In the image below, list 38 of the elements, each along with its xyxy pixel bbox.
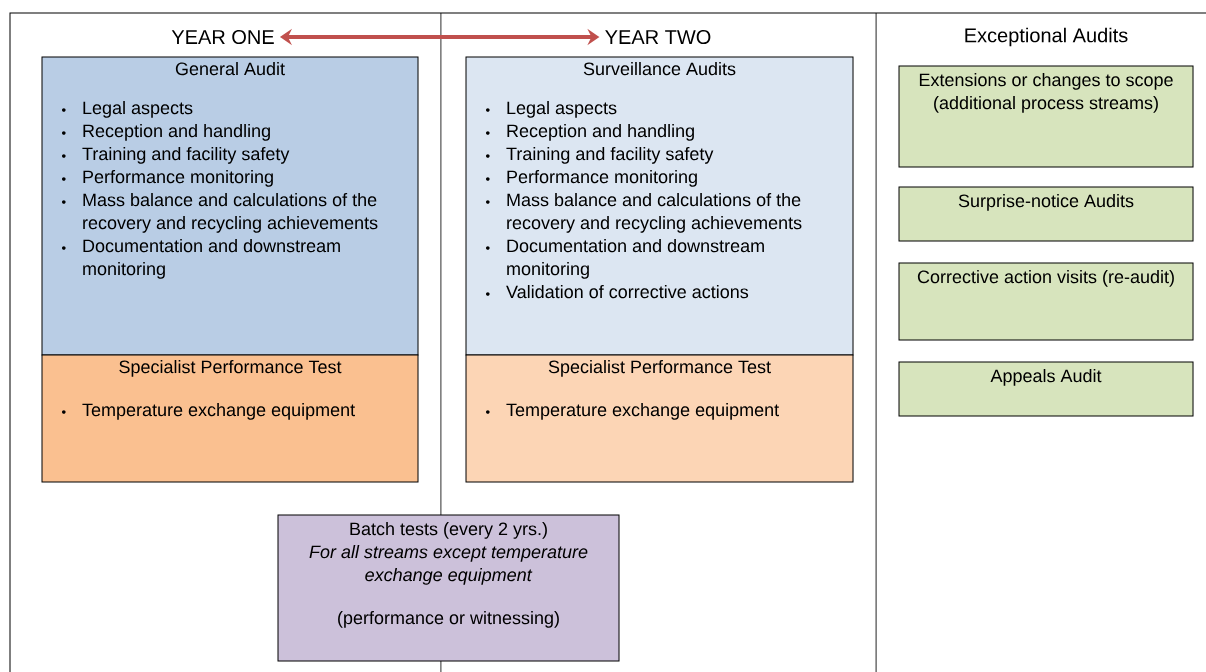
box-text: For all streams except temperature exchange equipment — [309, 545, 588, 585]
column-heading: Exceptional Audits — [965, 27, 1128, 47]
bullet-item: Validation of corrective actions — [486, 285, 749, 299]
audit-box — [41, 56, 419, 356]
audit-box — [898, 65, 1194, 168]
audit-box — [898, 361, 1194, 417]
box-text: Surprise-notice Audits — [958, 194, 1134, 211]
audit-box — [41, 354, 419, 483]
bullet-item: Mass balance and calculations of the recovery and recycling achievements — [62, 193, 378, 233]
box-heading: Specialist Performance Test — [548, 360, 771, 377]
bullet-item: Legal aspects — [62, 101, 193, 118]
box-text: Corrective action visits (re-audit) — [917, 270, 1174, 287]
bullet-item: Reception and handling — [486, 124, 694, 141]
audit-box — [898, 262, 1194, 341]
bullet-item: Legal aspects — [486, 101, 617, 118]
bullet-item: Documentation and downstream monitoring — [486, 239, 764, 279]
audit-box — [465, 354, 854, 483]
box-text: Batch tests (every 2 yrs.) — [350, 522, 547, 539]
bullet-item: Documentation and downstream monitoring — [62, 239, 340, 279]
bullet-item: Temperature exchange equipment — [486, 403, 779, 420]
bullet-item: Performance monitoring — [486, 170, 697, 187]
audit-box — [465, 56, 854, 356]
bullet-item: Training and facility safety — [486, 147, 714, 164]
box-text: (performance or witnessing) — [338, 611, 559, 628]
box-heading: General Audit — [175, 62, 285, 76]
box-text: Extensions or changes to scope (additional process streams) — [919, 73, 1173, 113]
audit-box — [277, 514, 620, 662]
bullet-item: Performance monitoring — [62, 170, 273, 187]
bullet-item: Reception and handling — [62, 124, 270, 141]
box-heading: Specialist Performance Test — [119, 360, 342, 377]
box-heading: Surveillance Audits — [583, 62, 736, 76]
box-text: Appeals Audit — [990, 369, 1102, 386]
column-heading: YEAR TWO — [605, 29, 711, 45]
bullet-item: Temperature exchange equipment — [62, 403, 355, 420]
bullet-item: Mass balance and calculations of the recovery and recycling achievements — [486, 193, 802, 233]
column-heading: YEAR ONE — [171, 29, 274, 45]
audit-box — [898, 186, 1194, 242]
bullet-item: Training and facility safety — [62, 147, 290, 164]
